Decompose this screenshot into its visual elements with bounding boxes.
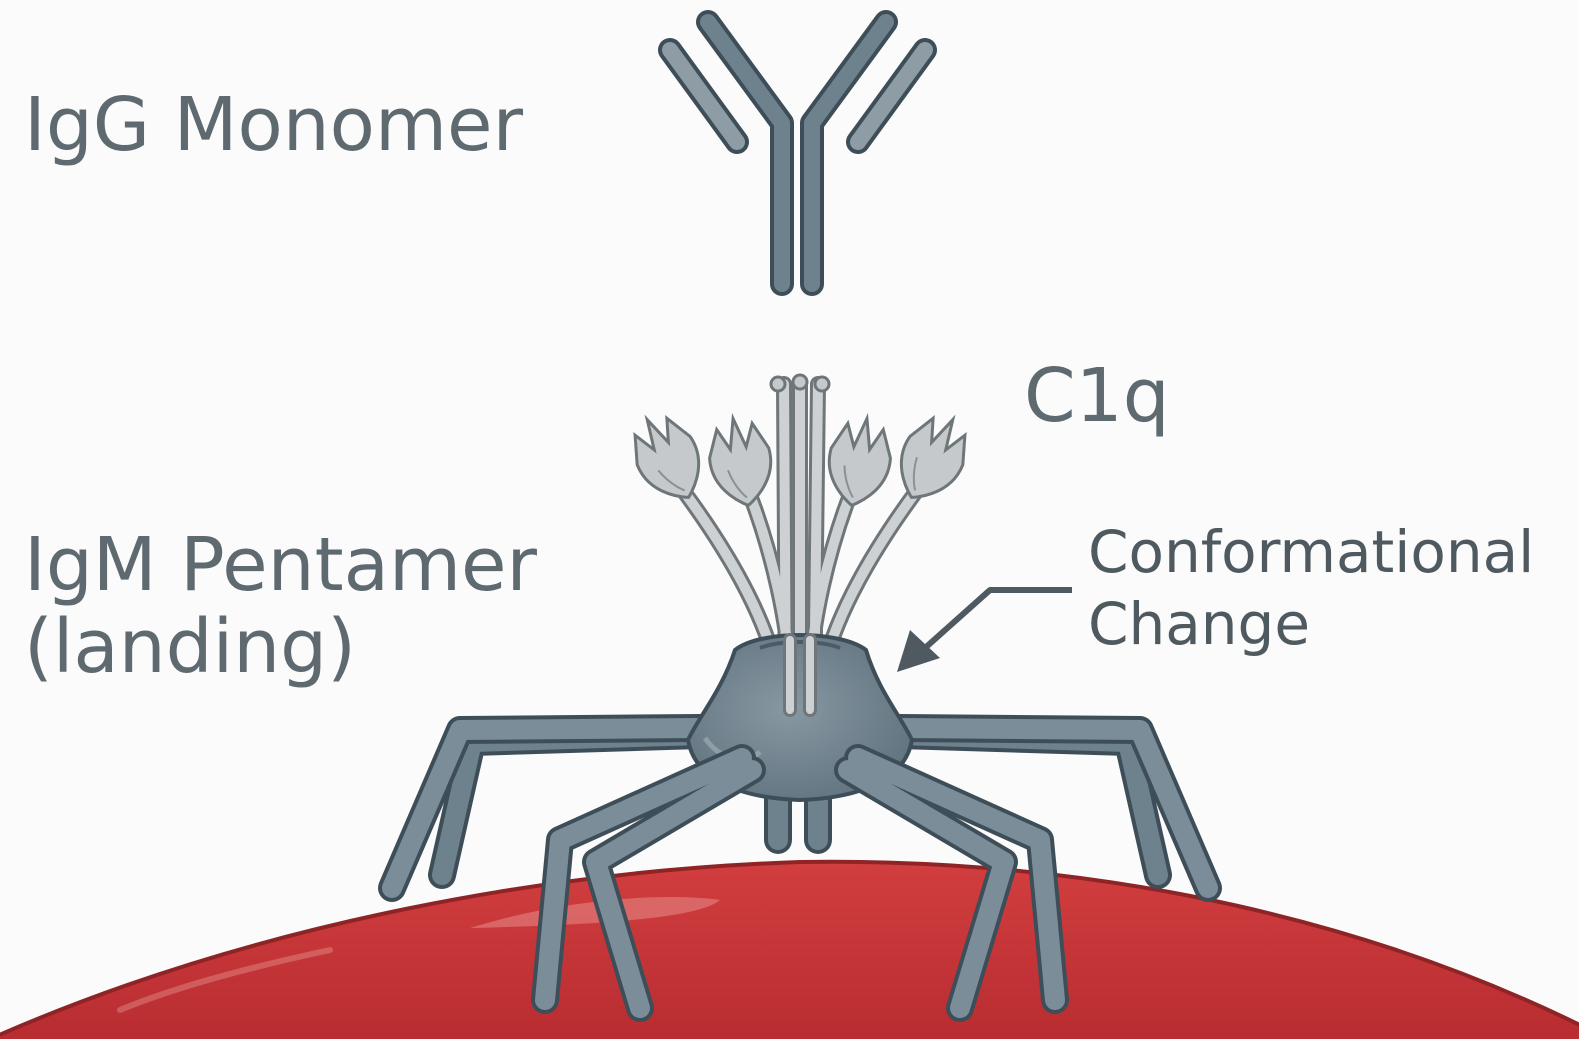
igm-pentamer-label: IgM Pentamer (landing): [24, 524, 537, 688]
conformational-change-label: Conformational Change: [1088, 516, 1534, 660]
igm-pentamer-label-line2: (landing): [24, 606, 537, 688]
conformational-change-label-line1: Conformational: [1088, 516, 1534, 588]
conformational-change-label-line2: Change: [1088, 588, 1534, 660]
red-cell-membrane: [0, 862, 1579, 1039]
c1q-label: C1q: [1024, 355, 1170, 437]
igg-monomer-label: IgG Monomer: [24, 84, 523, 166]
igg-monomer: [670, 22, 925, 284]
igm-pentamer-label-line1: IgM Pentamer: [24, 524, 537, 606]
conformational-change-arrow: [897, 590, 1072, 672]
